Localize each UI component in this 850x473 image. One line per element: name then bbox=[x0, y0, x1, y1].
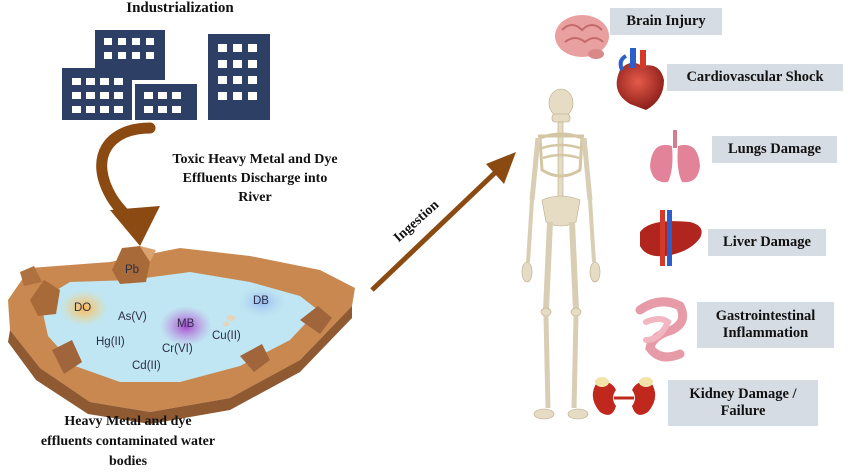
liver-icon bbox=[640, 210, 702, 266]
industrialization-label: Industrialization bbox=[126, 0, 234, 16]
pollutant-cr: Cr(VI) bbox=[162, 343, 193, 355]
pollutant-db: DB bbox=[253, 295, 269, 307]
ingestion-arrow bbox=[370, 152, 516, 292]
buildings-icon bbox=[62, 30, 270, 120]
kidney-icon bbox=[592, 377, 656, 415]
effect-gastrointestinal-line-2: Inflammation bbox=[722, 325, 809, 341]
pollutant-as: As(V) bbox=[118, 311, 147, 323]
pollutant-hg: Hg(II) bbox=[96, 336, 125, 348]
pollutant-pb: Pb bbox=[125, 264, 140, 276]
effect-lungs-damage: Lungs Damage bbox=[712, 136, 837, 163]
effect-kidney-damage: Kidney Damage / Failure bbox=[668, 380, 818, 426]
effect-cardiovascular-shock: Cardiovascular Shock bbox=[667, 64, 843, 91]
lungs-icon bbox=[650, 130, 700, 183]
effect-kidney-line-1: Kidney Damage / bbox=[689, 385, 797, 402]
pollutant-cd: Cd(II) bbox=[132, 360, 161, 372]
heart-icon bbox=[616, 48, 664, 110]
pollutant-do: DO bbox=[74, 302, 92, 314]
effect-gastrointestinal: Gastrointestinal Inflammation bbox=[697, 302, 834, 348]
water-bodies-label: Heavy Metal and dye effluents contaminat… bbox=[8, 412, 248, 472]
discharge-arrow bbox=[96, 122, 160, 246]
water-bodies-label-line-2: effluents contaminated water bbox=[40, 434, 216, 449]
effect-liver-damage: Liver Damage bbox=[708, 229, 826, 256]
pollutant-cu: Cu(II) bbox=[212, 330, 241, 342]
intestine-icon bbox=[635, 297, 688, 362]
discharge-label-line-3: River bbox=[238, 190, 272, 205]
pollutant-mb: MB bbox=[177, 318, 195, 330]
effect-kidney-line-2: Failure bbox=[720, 403, 766, 419]
skeleton-icon bbox=[521, 88, 601, 420]
water-bodies-label-line-1: Heavy Metal and dye bbox=[64, 414, 192, 429]
effect-gastrointestinal-line-1: Gastrointestinal bbox=[715, 307, 816, 324]
brain-icon bbox=[555, 15, 609, 59]
discharge-label: Toxic Heavy Metal and Dye Effluents Disc… bbox=[140, 150, 370, 207]
water-bodies-label-line-3: bodies bbox=[108, 454, 148, 469]
polluted-pond bbox=[8, 246, 355, 424]
effect-brain-injury: Brain Injury bbox=[610, 8, 722, 35]
discharge-label-line-1: Toxic Heavy Metal and Dye bbox=[172, 152, 338, 167]
discharge-label-line-2: Effluents Discharge into bbox=[182, 171, 328, 186]
